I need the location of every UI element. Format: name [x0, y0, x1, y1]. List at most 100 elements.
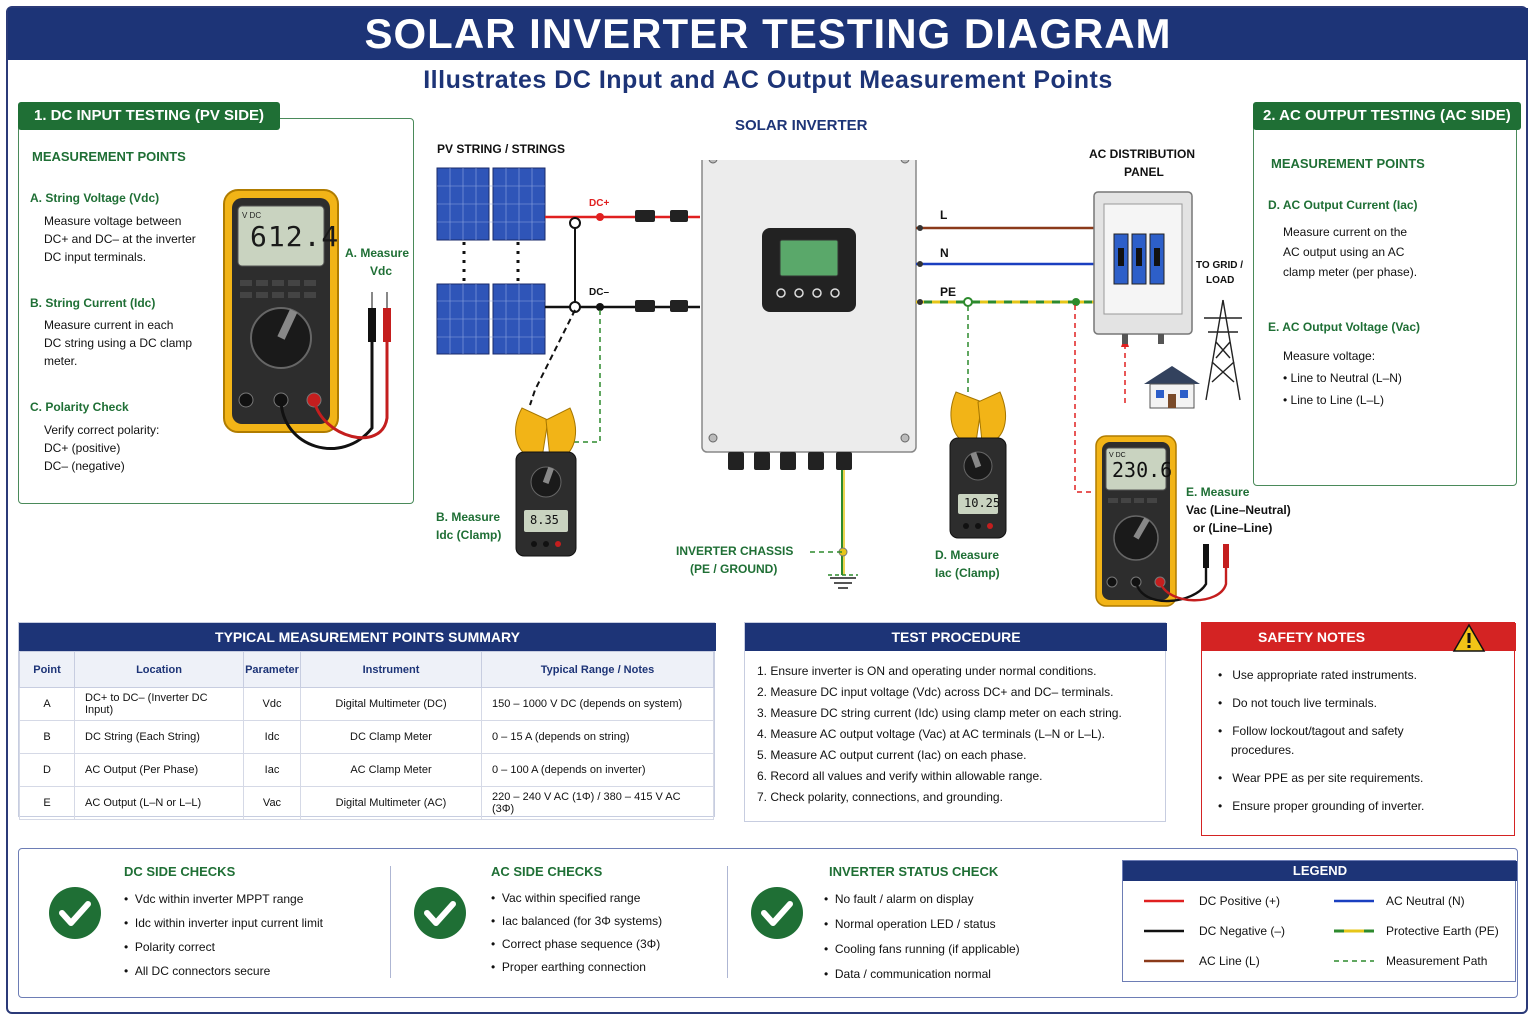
legend-swatches: [1144, 899, 1374, 963]
ac-clamp-reading: 10.25: [964, 496, 1001, 510]
ac-clamp-label-2: Iac (Clamp): [935, 566, 1000, 580]
line-pe-label: PE: [940, 285, 957, 299]
table-cell: DC Clamp Meter: [300, 720, 482, 754]
multimeter-ac-reading: 230.6: [1112, 458, 1173, 482]
procedure-step: 5. Measure AC output current (Iac) on ea…: [757, 748, 1027, 762]
check-item-text: No fault / alarm on display: [834, 892, 974, 906]
text-line: clamp meter (per phase).: [1283, 265, 1418, 279]
checks-divider: [390, 866, 391, 978]
pv-string-label: PV STRING / STRINGS: [437, 142, 566, 156]
text-line: Measure voltage between: [44, 214, 182, 228]
check-item: • Proper earthing connection: [491, 960, 646, 974]
table-cell: Idc: [243, 720, 301, 754]
dc-point-c-text: Verify correct polarity: DC+ (positive) …: [44, 421, 159, 475]
table-cell: AC Clamp Meter: [300, 753, 482, 787]
grid-label-2: LOAD: [1206, 275, 1235, 286]
ac-point-d-title: D. AC Output Current (Iac): [1268, 198, 1418, 212]
procedure-step: 3. Measure DC string current (Idc) using…: [757, 706, 1122, 720]
check-item-text: Vdc within inverter MPPT range: [134, 892, 304, 906]
legend-protective-earth: Protective Earth (PE): [1386, 924, 1499, 938]
text-line: DC+ and DC– at the inverter: [44, 232, 196, 246]
procedure-step: 1. Ensure inverter is ON and operating u…: [757, 664, 1097, 678]
legend-header: LEGEND: [1123, 861, 1517, 881]
table-cell: Vdc: [243, 687, 301, 721]
dc-point-b-title: B. String Current (Idc): [30, 296, 156, 310]
legend-ac-neutral: AC Neutral (N): [1386, 894, 1465, 908]
page-title: SOLAR INVERTER TESTING DIAGRAM: [8, 8, 1528, 60]
table-cell: D: [19, 753, 75, 787]
column-header: Location: [74, 651, 244, 688]
test-procedure-panel: TEST PROCEDURE 1. Ensure inverter is ON …: [744, 622, 1167, 822]
check-item: • No fault / alarm on display: [824, 892, 974, 906]
text-line: AC output using an AC: [1283, 245, 1405, 259]
page-frame: [6, 6, 1528, 1014]
measurement-summary-table: TYPICAL MEASUREMENT POINTS SUMMARY Point…: [18, 622, 716, 820]
safety-notes-title: SAFETY NOTES: [1258, 629, 1366, 645]
safety-note: • Ensure proper grounding of inverter.: [1218, 799, 1425, 813]
checks-divider: [727, 866, 728, 978]
table-header-row: Point Location Parameter Instrument Typi…: [19, 651, 714, 688]
check-item-text: Cooling fans running (if applicable): [834, 942, 1020, 956]
safety-note: • Use appropriate rated instruments.: [1218, 668, 1417, 682]
warning-icon: [1452, 623, 1486, 652]
table-row: B DC String (Each String) Idc DC Clamp M…: [19, 720, 714, 754]
transmission-tower-icon: [1204, 299, 1242, 401]
text-line: Measure current on the: [1283, 225, 1408, 239]
multimeter-dc-reading: 612.4: [250, 220, 340, 253]
safety-note-text: Do not touch live terminals.: [1232, 696, 1377, 710]
dc-checks-title: DC SIDE CHECKS: [124, 864, 236, 879]
ac-distribution-panel: [1093, 191, 1193, 344]
check-item: • Data / communication normal: [824, 967, 991, 981]
dc-plus-label: DC+: [589, 198, 610, 209]
legend-dc-negative: DC Negative (–): [1199, 924, 1286, 938]
text-line: DC input terminals.: [44, 250, 147, 264]
table-cell: Vac: [243, 786, 301, 820]
check-item: • Vdc within inverter MPPT range: [124, 892, 304, 906]
ac-point-e-title: E. AC Output Voltage (Vac): [1268, 320, 1421, 334]
check-item: • Polarity correct: [124, 940, 215, 954]
grid-label-1: TO GRID /: [1196, 260, 1244, 271]
text-line: Verify correct polarity:: [44, 423, 160, 437]
check-item: • Iac balanced (for 3Φ systems): [491, 914, 663, 928]
dc-clamp-label-1: B. Measure: [436, 510, 501, 524]
ac-clamp-meter-shape: [949, 391, 1007, 539]
dc-clamp-reading: 8.35: [530, 513, 559, 527]
pv-panels: [436, 167, 546, 355]
check-item: • Normal operation LED / status: [824, 917, 996, 931]
dc-clamp-meter-shape: [515, 407, 577, 557]
table-cell: Iac: [243, 753, 301, 787]
table-cell: AC Output (Per Phase): [74, 753, 244, 787]
safety-note-text: Ensure proper grounding of inverter.: [1232, 799, 1425, 813]
measure-vac-label-3: or (Line–Line): [1193, 521, 1273, 535]
procedure-step: 7. Check polarity, connections, and grou…: [757, 790, 1003, 804]
check-item-text: Correct phase sequence (3Φ): [501, 937, 661, 951]
table-cell: DC+ to DC– (Inverter DC Input): [74, 687, 244, 721]
table-cell: A: [19, 687, 75, 721]
safety-note: • Do not touch live terminals.: [1218, 696, 1377, 710]
table-cell: AC Output (L–N or L–L): [74, 786, 244, 820]
dc-point-a-title: A. String Voltage (Vdc): [30, 191, 160, 205]
table-cell: B: [19, 720, 75, 754]
procedure-step: 2. Measure DC input voltage (Vdc) across…: [757, 685, 1114, 699]
table-cell: E: [19, 786, 75, 820]
check-item-text: Normal operation LED / status: [834, 917, 996, 931]
check-item-text: Iac balanced (for 3Φ systems): [501, 914, 663, 928]
dc-checks-list: • Vdc within inverter MPPT range • Idc w…: [124, 887, 323, 983]
measure-vac-label-1: E. Measure: [1186, 485, 1250, 499]
safety-note: • Follow lockout/tagout and safety: [1218, 724, 1404, 738]
dc-point-b-text: Measure current in each DC string using …: [44, 316, 192, 370]
check-item-text: Polarity correct: [134, 940, 215, 954]
legend-measurement-path: Measurement Path: [1386, 954, 1488, 968]
measure-vac-label-2: Vac (Line–Neutral): [1186, 503, 1291, 517]
ac-checks-list: • Vac within specified range • Iac balan…: [491, 887, 662, 979]
line-l-label: L: [940, 208, 948, 222]
chassis-label-1: INVERTER CHASSIS: [676, 544, 794, 558]
check-item-text: Idc within inverter input current limit: [134, 916, 323, 930]
summary-table-header: TYPICAL MEASUREMENT POINTS SUMMARY: [19, 623, 716, 651]
table-cell: Digital Multimeter (AC): [300, 786, 482, 820]
dc-point-a-text: Measure voltage between DC+ and DC– at t…: [44, 212, 196, 266]
line-n-label: N: [940, 246, 949, 260]
solar-inverter-label: SOLAR INVERTER: [735, 117, 868, 134]
test-procedure-header: TEST PROCEDURE: [745, 623, 1167, 651]
table-cell: 0 – 100 A (depends on inverter): [481, 753, 714, 787]
